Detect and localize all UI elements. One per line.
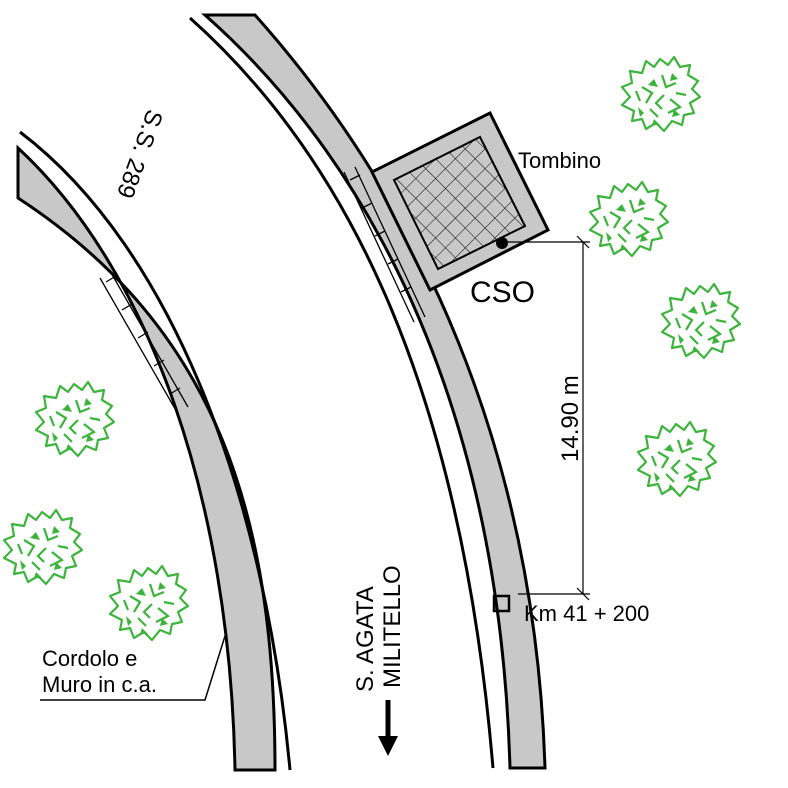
tree-icon [588,180,670,258]
cordolo-label-line2: Muro in c.a. [42,672,157,697]
chainage-label: Km 41 + 200 [524,601,649,626]
tree-icon [636,420,718,498]
right-road-edge-line [189,16,495,769]
tree-icon [660,282,742,360]
direction-label-line1: S. AGATA [352,586,379,692]
road-name-label: S.S. 289 [111,106,168,202]
distance-dimension-line [502,235,590,601]
cso-point-icon [496,237,508,249]
cso-label: CSO [470,276,535,309]
right-guardrail [343,166,426,323]
arrow-down-icon [378,700,398,756]
tree-icon [620,55,702,133]
cordolo-label-line1: Cordolo e [42,646,137,671]
tree-icon [108,564,190,642]
cordolo-leader-line [40,635,226,701]
tree-icon [34,380,116,458]
distance-label: 14.90 m [557,375,584,462]
left-road-edge-line [19,130,292,771]
square-marker-icon [492,594,511,613]
tombino-label: Tombino [518,148,601,173]
tree-icon [2,508,84,586]
direction-label-line2: MILITELLO [379,565,406,688]
left-curb-band [16,144,277,772]
left-guardrail [99,270,189,415]
